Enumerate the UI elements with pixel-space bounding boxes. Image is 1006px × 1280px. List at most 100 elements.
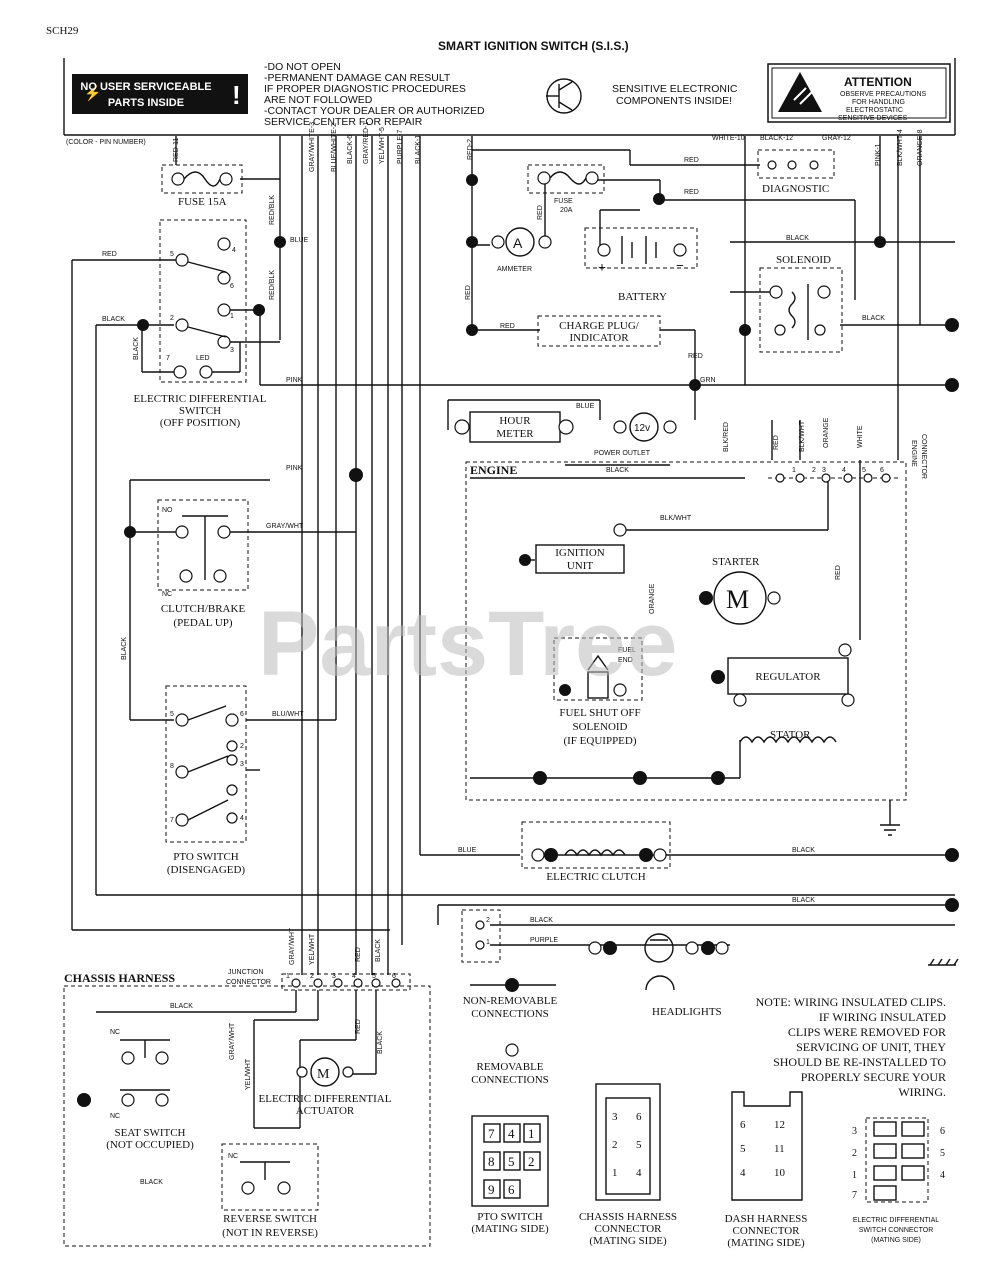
svg-text:HEADLIGHTS: HEADLIGHTS (652, 1006, 722, 1018)
battery: + − BATTERY (584, 227, 698, 303)
svg-text:6: 6 (230, 283, 234, 290)
svg-text:DASH HARNESS: DASH HARNESS (725, 1213, 808, 1225)
svg-text:1: 1 (286, 973, 290, 980)
attention-line: SENSITIVE DEVICES (838, 115, 908, 122)
svg-text:CONNECTIONS: CONNECTIONS (471, 1074, 549, 1086)
svg-text:5: 5 (862, 467, 866, 474)
svg-text:A: A (513, 235, 523, 251)
svg-text:PINK: PINK (286, 377, 303, 384)
svg-text:RED: RED (773, 435, 780, 450)
svg-text:2: 2 (240, 743, 244, 750)
svg-text:IF WIRING INSULATED: IF WIRING INSULATED (819, 1010, 946, 1024)
svg-text:RED/BLK: RED/BLK (269, 270, 276, 300)
pto-switch: 5 6 2 8 3 7 4 PTO SWITCH (DISENGAGED) (165, 685, 247, 876)
svg-text:CONNECTOR: CONNECTOR (920, 434, 927, 479)
svg-text:GRAY/WHT: GRAY/WHT (229, 1022, 236, 1060)
svg-text:PURPLE: PURPLE (530, 937, 558, 944)
svg-text:BLK/RED: BLK/RED (723, 422, 730, 452)
electric-differential-actuator: M ELECTRIC DIFFERENTIAL ACTUATOR (259, 1057, 392, 1117)
svg-text:CHASSIS HARNESS: CHASSIS HARNESS (579, 1211, 677, 1223)
svg-text:ACTUATOR: ACTUATOR (296, 1105, 355, 1117)
svg-text:CONNECTOR: CONNECTOR (594, 1223, 662, 1235)
svg-text:PROPERLY SECURE YOUR: PROPERLY SECURE YOUR (801, 1070, 946, 1084)
pin-label: BLUE/WHITE-2 (331, 123, 338, 172)
svg-text:1: 1 (528, 1126, 535, 1141)
attention-line: ELECTROSTATIC (846, 107, 903, 114)
svg-text:RED: RED (500, 323, 515, 330)
svg-text:(PEDAL UP): (PEDAL UP) (173, 617, 233, 629)
svg-text:YEL/WHT: YEL/WHT (309, 933, 316, 965)
stator: STATOR (739, 729, 837, 744)
svg-text:CHARGE PLUG/: CHARGE PLUG/ (559, 320, 640, 332)
svg-text:BLACK: BLACK (792, 847, 815, 854)
svg-text:SWITCH CONNECTOR: SWITCH CONNECTOR (859, 1227, 934, 1234)
electric-differential-switch: 5 4 6 2 1 3 7 LED ELECTRIC DIFFERENTIAL … (134, 219, 280, 429)
svg-text:3: 3 (332, 973, 336, 980)
svg-text:(NOT IN REVERSE): (NOT IN REVERSE) (222, 1227, 318, 1239)
pin-label: RED-2 (467, 139, 474, 160)
svg-text:BATTERY: BATTERY (618, 291, 667, 303)
svg-text:11: 11 (774, 1143, 785, 1155)
motor-icon: M (726, 585, 749, 614)
pin-label: YEL/WHT-5 (379, 127, 386, 164)
svg-text:REVERSE SWITCH: REVERSE SWITCH (223, 1213, 317, 1225)
warning-label-box (72, 74, 248, 114)
regulator: REGULATOR (727, 643, 855, 707)
svg-text:GRAY/WHT: GRAY/WHT (289, 927, 296, 965)
svg-text:2: 2 (528, 1154, 535, 1169)
page-code: SCH29 (46, 25, 79, 37)
svg-text:ELECTRIC CLUTCH: ELECTRIC CLUTCH (546, 871, 645, 883)
chassis-harness-boundary (63, 985, 431, 1247)
svg-text:RED: RED (537, 205, 544, 220)
svg-text:SERVICING OF UNIT, THEY: SERVICING OF UNIT, THEY (796, 1040, 946, 1054)
svg-text:BLACK: BLACK (102, 316, 125, 323)
svg-text:RED: RED (102, 251, 117, 258)
pin-label: GRAY-12 (822, 135, 851, 142)
reverse-switch: NC REVERSE SWITCH (NOT IN REVERSE) (221, 1143, 319, 1239)
diagnostic-connector: DIAGNOSTIC (757, 149, 835, 195)
fuse-20a: FUSE 20A (527, 164, 605, 214)
svg-text:1: 1 (230, 313, 234, 320)
engine-boundary (465, 461, 907, 801)
pin-label: BLACK-1 (415, 135, 422, 164)
svg-text:AMMETER: AMMETER (497, 266, 532, 273)
svg-text:CONNECTOR: CONNECTOR (732, 1225, 800, 1237)
lightning-icon: ⚡ (84, 85, 101, 102)
svg-text:RED: RED (688, 353, 703, 360)
svg-text:JUNCTION: JUNCTION (228, 969, 263, 976)
charge-plug-indicator: CHARGE PLUG/ INDICATOR (537, 315, 661, 347)
warning-line: -DO NOT OPEN (264, 61, 341, 73)
svg-text:RED: RED (684, 189, 699, 196)
svg-text:RED: RED (684, 157, 699, 164)
transistor-icon (546, 78, 582, 114)
svg-text:4: 4 (508, 1126, 515, 1141)
junction-connector: 1 2 3 4 5 6 JUNCTION CONNECTOR (226, 969, 411, 991)
esd-warning-icon (778, 72, 822, 112)
svg-text:CLIPS WERE REMOVED FOR: CLIPS WERE REMOVED FOR (788, 1025, 946, 1039)
svg-text:1: 1 (612, 1167, 618, 1179)
svg-text:BLACK: BLACK (121, 637, 128, 660)
fuel-shutoff-solenoid: FUEL END FUEL SHUT OFF SOLENOID (IF EQUI… (553, 637, 643, 747)
warning-line: IF PROPER DIAGNOSTIC PROCEDURES (264, 83, 466, 95)
svg-text:6: 6 (508, 1182, 515, 1197)
pin-label: BLACK-12 (760, 135, 793, 142)
warning-label-line-1: NO USER SERVICEABLE (80, 81, 211, 93)
ammeter: A AMMETER (491, 227, 552, 273)
svg-text:6: 6 (880, 467, 884, 474)
svg-text:NC: NC (110, 1113, 120, 1120)
headlight-icon (645, 975, 675, 991)
svg-text:(OFF POSITION): (OFF POSITION) (160, 417, 241, 429)
svg-text:END: END (618, 657, 633, 664)
svg-text:ORANGE: ORANGE (823, 417, 830, 448)
svg-text:RED/BLK: RED/BLK (269, 195, 276, 225)
svg-text:(IF EQUIPPED): (IF EQUIPPED) (563, 735, 636, 747)
svg-text:BLK/WHT: BLK/WHT (660, 515, 692, 522)
svg-text:BLACK: BLACK (140, 1179, 163, 1186)
svg-text:BLU/WHT: BLU/WHT (272, 711, 304, 718)
dash-harness-connector: 6 12 5 11 4 10 DASH HARNESS CONNECTOR (M… (725, 1091, 808, 1249)
svg-text:ENGINE: ENGINE (910, 440, 917, 467)
svg-text:6: 6 (740, 1119, 746, 1131)
svg-text:6: 6 (636, 1111, 642, 1123)
svg-text:SHOULD BE RE-INSTALLED TO: SHOULD BE RE-INSTALLED TO (773, 1055, 946, 1069)
starter: M STARTER (699, 556, 781, 625)
